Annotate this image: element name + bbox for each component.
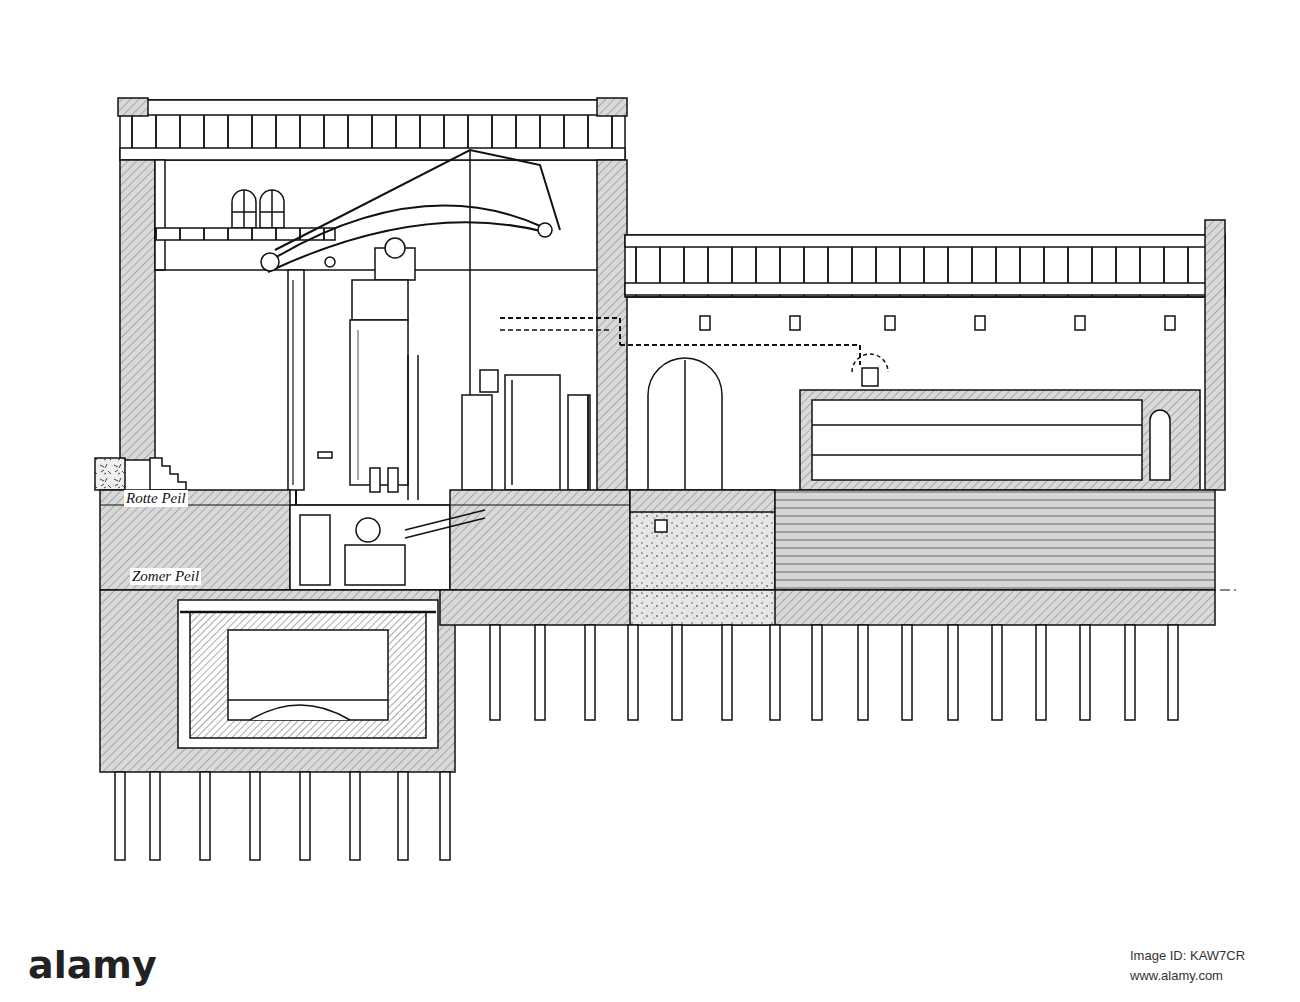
watermark-text: Image ID: KAW7CR <box>1130 948 1245 964</box>
water-level-label: Zomer Peil <box>130 568 201 585</box>
watermark-text: www.alamy.com <box>1130 968 1223 984</box>
water-level-label: Rotte Peil <box>124 490 188 507</box>
watermark-logo: alamy <box>28 944 157 986</box>
